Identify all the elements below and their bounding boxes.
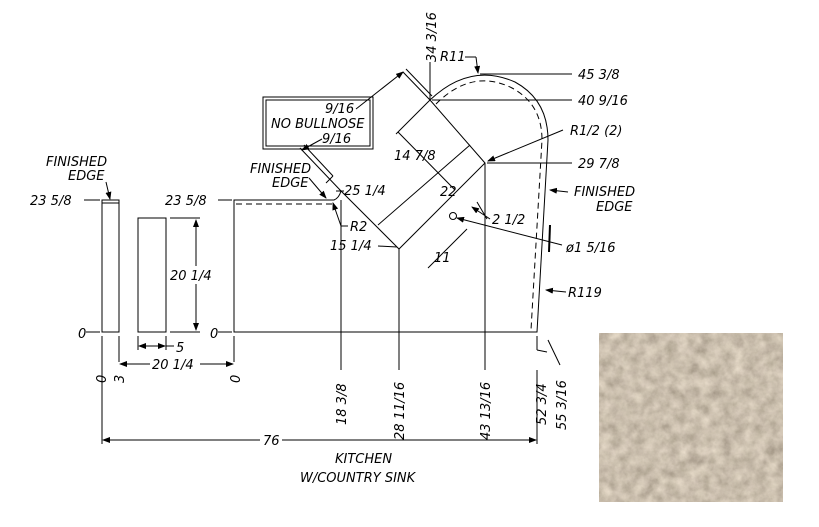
drawing-subtitle: W/COUNTRY SINK: [300, 471, 417, 486]
dim-label: 15 1/4: [330, 239, 372, 254]
dim-label: R119: [568, 286, 602, 301]
dim-label: 29 7/8: [578, 157, 620, 172]
faucet-hole: [449, 212, 457, 220]
dim-label: ø1 5/16: [565, 241, 616, 256]
drawing-title: KITCHEN: [335, 452, 392, 467]
side-splash: [137, 217, 167, 333]
dim-label: 55 3/16: [555, 380, 570, 430]
note-top: 9/16: [325, 102, 354, 117]
no-bullnose-note: 9/16 NO BULLNOSE 9/16: [262, 71, 404, 151]
dim-label: 45 3/8: [578, 68, 620, 83]
backsplash-strip: [101, 199, 120, 333]
dim-label: R1/2 (2): [570, 124, 623, 139]
note-bottom: 9/16: [322, 132, 351, 147]
dim-label: 43 13/16: [479, 382, 494, 440]
dim-label: R11: [440, 50, 466, 65]
note-middle: NO BULLNOSE: [271, 117, 365, 132]
dim-label: 11: [434, 251, 451, 266]
dim-label: 2 1/2: [492, 213, 525, 228]
dim-label: 0: [229, 375, 244, 383]
dim-label: 5: [176, 341, 184, 356]
finished-edge-label: EDGE: [272, 176, 309, 191]
granite-swatch: [599, 333, 783, 502]
dim-label: 40 9/16: [578, 94, 628, 109]
dim-label: 3: [113, 375, 128, 383]
dim-label: 0: [210, 327, 218, 342]
dim-label: 23 5/8: [165, 194, 207, 209]
dim-label: 28 11/16: [393, 382, 408, 440]
dim-label: 20 1/4: [152, 358, 194, 373]
finished-edge-label: FINISHED: [46, 155, 107, 170]
dim-label: 25 1/4: [344, 184, 386, 199]
dim-label: 18 3/8: [335, 383, 350, 425]
dim-label: 34 3/16: [425, 12, 440, 62]
dim-label: 52 3/4: [535, 383, 550, 425]
dim-label: 76: [263, 434, 280, 449]
dim-label: 22: [440, 185, 457, 200]
main-countertop: [233, 68, 551, 333]
dim-label: 20 1/4: [170, 269, 212, 284]
finished-edge-label: FINISHED: [250, 162, 311, 177]
dim-label: 0: [78, 327, 86, 342]
dim-label: 23 5/8: [30, 194, 72, 209]
dim-label: 14 7/8: [394, 149, 436, 164]
finished-edge-label: EDGE: [68, 169, 105, 184]
finished-edge-label: FINISHED: [574, 185, 635, 200]
finished-edge-label: EDGE: [596, 200, 633, 215]
dim-label: R2: [350, 220, 367, 235]
